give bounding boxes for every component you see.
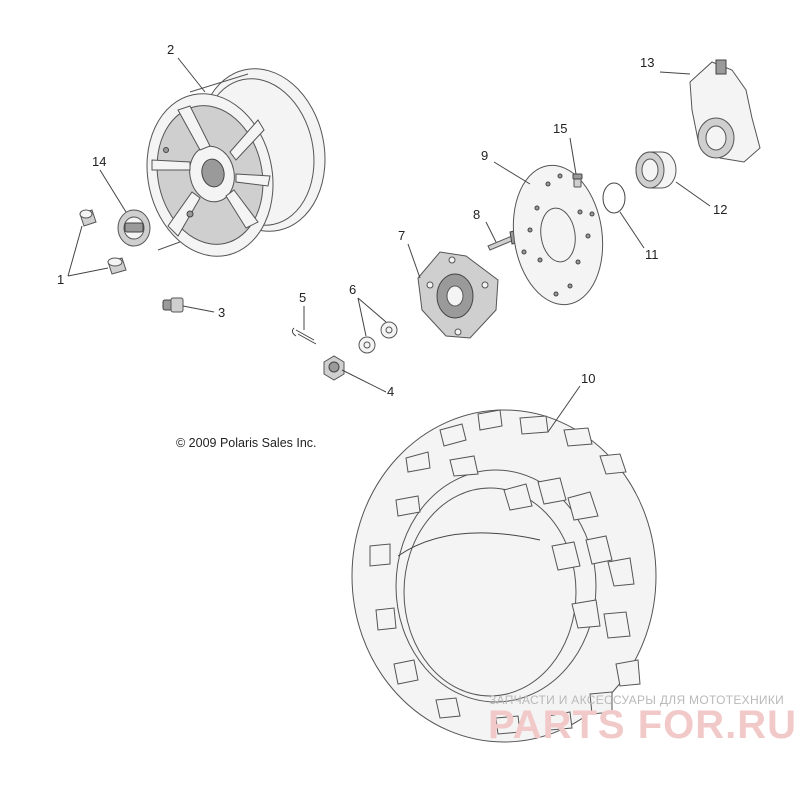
callout-5: 5 (299, 290, 306, 305)
tire (351, 409, 657, 743)
callout-1: 1 (57, 272, 64, 287)
wheel-hub (417, 251, 499, 339)
watermark: ЗАПЧАСТИ И АКСЕССУАРЫ ДЛЯ МОТОТЕХНИКИ PA… (488, 693, 797, 747)
callout-labels: 2 14 1 3 5 6 4 7 8 9 15 13 11 12 10 (57, 42, 727, 399)
callout-12: 12 (713, 202, 727, 217)
callout-7: 7 (398, 228, 405, 243)
callout-14: 14 (92, 154, 106, 169)
callout-11: 11 (645, 247, 659, 262)
disc-bolt (572, 173, 583, 188)
cotter-pin (291, 327, 317, 345)
wheel-bearing (635, 151, 677, 189)
valve-stem (162, 297, 184, 313)
callout-4: 4 (387, 384, 394, 399)
washers (358, 321, 398, 354)
leader-lines (67, 57, 711, 433)
copyright-text: © 2009 Polaris Sales Inc. (176, 436, 317, 450)
callout-9: 9 (481, 148, 488, 163)
callout-10: 10 (581, 371, 595, 386)
callout-8: 8 (473, 207, 480, 222)
callout-2: 2 (167, 42, 174, 57)
watermark-brand: PARTS FOR.RU (488, 703, 797, 747)
callout-15: 15 (553, 121, 567, 136)
snap-ring (602, 182, 626, 214)
callout-6: 6 (349, 282, 356, 297)
steering-knuckle (689, 59, 761, 163)
hub-cap (117, 209, 151, 247)
brake-disc (512, 164, 604, 306)
castle-nut (323, 355, 345, 381)
wheel-rim (146, 68, 326, 257)
lug-caps (79, 209, 127, 275)
callout-3: 3 (218, 305, 225, 320)
watermark-tagline: ЗАПЧАСТИ И АКСЕССУАРЫ ДЛЯ МОТОТЕХНИКИ (489, 693, 784, 707)
callout-13: 13 (640, 55, 654, 70)
